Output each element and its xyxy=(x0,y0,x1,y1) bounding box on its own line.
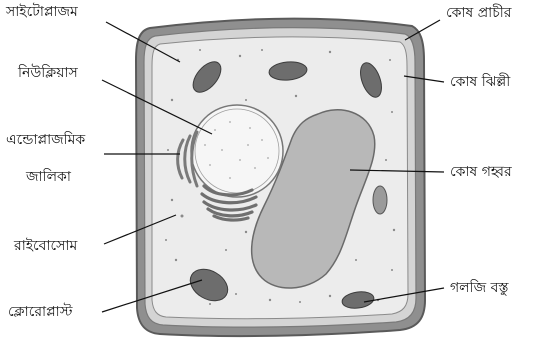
label-cell-wall: কোষ প্রাচীর xyxy=(446,4,511,22)
label-cell-membrane: কোষ ঝিল্লী xyxy=(450,73,510,91)
label-golgi: গলজি বস্তু xyxy=(450,279,508,297)
label-nucleus: নিউক্লিয়াস xyxy=(18,64,78,82)
label-vacuole: কোষ গহ্বর xyxy=(450,163,512,181)
nucleus xyxy=(191,105,283,197)
label-er-line1: এন্ডোপ্লাজমিক xyxy=(6,131,85,149)
label-er-line2: জালিকা xyxy=(26,168,71,186)
label-ribosome: রাইবোসোম xyxy=(14,237,77,255)
label-cytoplasm: সাইটোপ্লাজম xyxy=(6,3,106,21)
chloroplast-small xyxy=(373,186,387,214)
label-chloroplast: ক্লোরোপ্লাস্ট xyxy=(8,303,72,321)
